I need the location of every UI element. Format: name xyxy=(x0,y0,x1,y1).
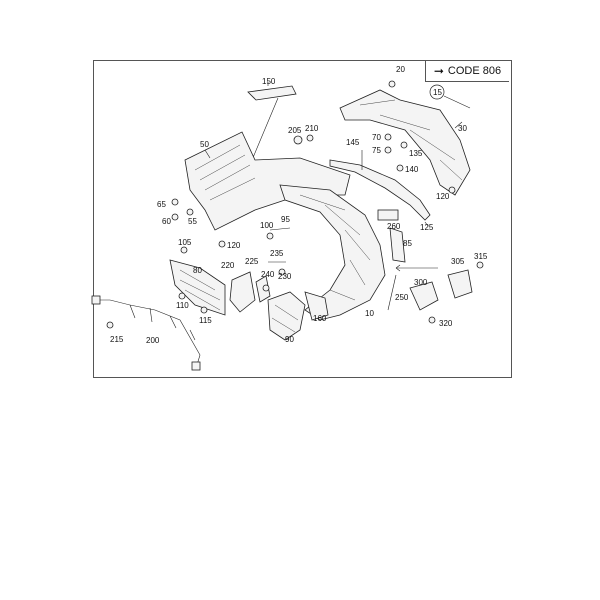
part-30-diffuser xyxy=(339,89,471,196)
callout-label: 95 xyxy=(281,215,290,224)
part-100-clip xyxy=(266,232,274,240)
callout-label: 90 xyxy=(285,335,294,344)
callout-label: 225 xyxy=(245,257,259,266)
callout-label: 320 xyxy=(439,319,453,328)
callout-label: 65 xyxy=(157,200,166,209)
part-300-cover xyxy=(409,281,439,311)
callout-label: 135 xyxy=(409,149,423,158)
part-135-clip xyxy=(400,141,408,149)
part-90-bracket xyxy=(267,291,306,341)
part-110-clip xyxy=(178,292,186,300)
callout-label: 220 xyxy=(221,261,235,270)
code-reference: ➞ CODE 806 xyxy=(425,61,509,82)
callout-label: 105 xyxy=(178,238,192,247)
callout-label: 215 xyxy=(110,335,124,344)
part-55-clip xyxy=(186,208,194,216)
callout-label: 60 xyxy=(162,217,171,226)
callout-label: 75 xyxy=(372,146,381,155)
callout-label: 315 xyxy=(474,252,488,261)
part-240-clip xyxy=(262,284,270,292)
part-315-screw xyxy=(476,261,484,269)
callout-label: 140 xyxy=(405,165,419,174)
callout-label: 70 xyxy=(372,133,381,142)
callout-label: 110 xyxy=(176,301,189,310)
part-140-clip xyxy=(396,164,404,172)
callout-label: 235 xyxy=(270,249,284,258)
callout-label: 240 xyxy=(261,270,275,279)
callout-label: 200 xyxy=(146,336,160,345)
right-arrow-icon: ➞ xyxy=(433,64,444,78)
part-150-trim xyxy=(247,85,297,101)
part-205-nut xyxy=(293,135,303,145)
part-320-screw xyxy=(428,316,436,324)
callout-label: 305 xyxy=(451,257,465,266)
callout-label: 115 xyxy=(199,316,212,325)
callout-label: 120 xyxy=(436,192,450,201)
part-60-nut xyxy=(171,213,179,221)
callout-label: 145 xyxy=(346,138,360,147)
part-215-clip xyxy=(106,321,114,329)
part-10-bumper-cover xyxy=(279,184,386,321)
part-95-clip xyxy=(269,227,291,231)
callout-label: 20 xyxy=(396,65,405,74)
callout-label: 55 xyxy=(188,217,197,226)
callout-label: 300 xyxy=(414,278,428,287)
callout-label: 250 xyxy=(395,293,409,302)
part-80-bracket xyxy=(169,259,226,316)
part-120-clip xyxy=(218,240,226,248)
part-70-clip xyxy=(384,133,392,141)
callout-label: 30 xyxy=(458,124,467,133)
callout-label: 160 xyxy=(313,314,327,323)
part-220-bracket xyxy=(229,271,256,313)
callout-label: 150 xyxy=(262,77,276,86)
callout-label: 125 xyxy=(420,223,434,232)
part-160-bracket xyxy=(304,291,329,321)
connector-icon xyxy=(191,361,201,371)
part-115-clip xyxy=(200,306,208,314)
part-250-rod xyxy=(387,274,397,311)
part-200-wiring-harness xyxy=(97,299,201,369)
callout-label: 100 xyxy=(260,221,274,230)
callout-15-circle xyxy=(429,84,445,100)
part-120-clip-2 xyxy=(448,186,456,194)
callout-label: 120 xyxy=(227,241,241,250)
part-105-clip xyxy=(180,246,188,254)
callout-label: 260 xyxy=(387,222,401,231)
part-125-trim-strip xyxy=(329,159,431,221)
callout-label: 10 xyxy=(365,309,374,318)
part-75-screw xyxy=(384,146,392,154)
callout-label: 80 xyxy=(193,266,202,275)
callout-label: 15 xyxy=(433,88,442,97)
part-210-washer xyxy=(306,134,314,142)
callout-label: 85 xyxy=(403,239,412,248)
code-label: CODE 806 xyxy=(447,65,502,77)
part-260-module xyxy=(377,209,399,221)
callout-label: 50 xyxy=(200,140,209,149)
callout-label: 230 xyxy=(278,272,292,281)
part-65-bolt xyxy=(171,198,179,206)
part-85-bracket xyxy=(389,227,406,263)
part-230-clip xyxy=(278,268,286,276)
callout-label: 205 xyxy=(288,126,302,135)
callout-label: 210 xyxy=(305,124,319,133)
connector-icon xyxy=(91,295,101,305)
part-20-clip xyxy=(388,80,396,88)
part-305-bracket xyxy=(447,269,473,299)
